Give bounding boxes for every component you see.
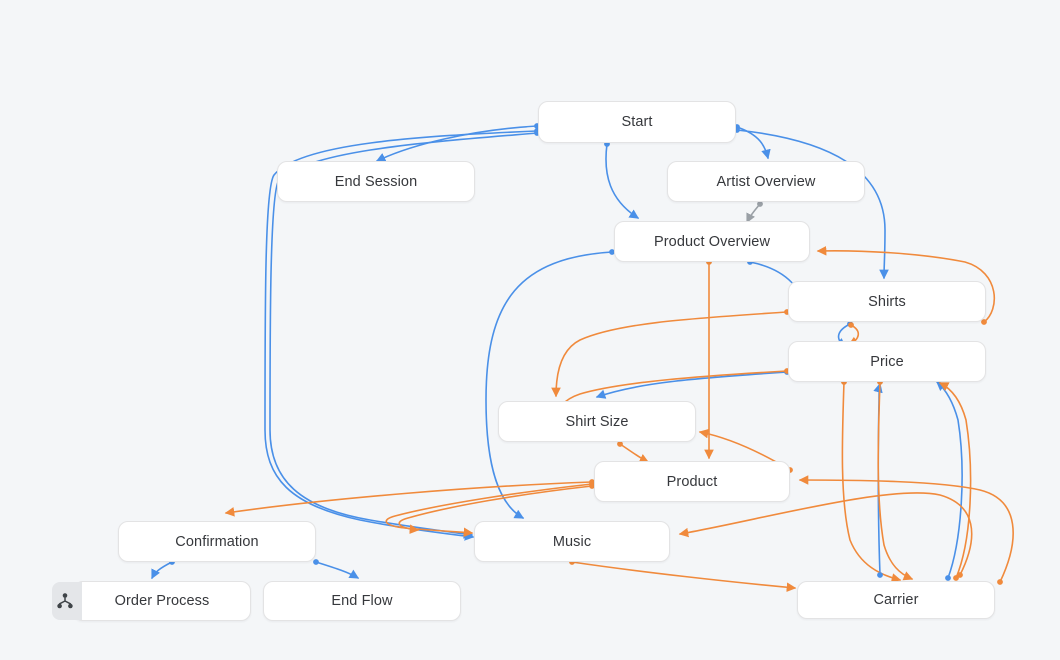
node-label: Start [621, 114, 653, 130]
node-music[interactable]: Music [474, 521, 670, 562]
node-label: Shirts [868, 293, 906, 310]
node-carrier[interactable]: Carrier [797, 581, 995, 619]
node-label: Order Process [114, 593, 210, 609]
node-order-process[interactable]: Order Process [52, 581, 251, 621]
node-end-flow[interactable]: End Flow [263, 581, 461, 621]
node-label: End Flow [331, 593, 393, 609]
node-label: End Session [334, 173, 418, 190]
node-label: Music [552, 533, 592, 550]
node-shirts[interactable]: Shirts [788, 281, 986, 322]
node-start[interactable]: Start [538, 101, 736, 143]
node-label: Price [870, 353, 904, 370]
node-label: Artist Overview [716, 173, 816, 190]
node-product-overview[interactable]: Product Overview [614, 221, 810, 262]
node-shirt-size[interactable]: Shirt Size [498, 401, 696, 442]
node-label: Carrier [873, 592, 919, 608]
node-label: Shirt Size [565, 413, 629, 430]
node-product[interactable]: Product [594, 461, 790, 502]
node-end-session[interactable]: End Session [277, 161, 475, 202]
node-label: Product Overview [653, 233, 771, 250]
node-label: Product [666, 473, 718, 490]
hierarchy-icon [52, 582, 82, 620]
node-artist-overview[interactable]: Artist Overview [667, 161, 865, 202]
node-confirmation[interactable]: Confirmation [118, 521, 316, 562]
node-label: Confirmation [175, 533, 259, 550]
node-price[interactable]: Price [788, 341, 986, 382]
